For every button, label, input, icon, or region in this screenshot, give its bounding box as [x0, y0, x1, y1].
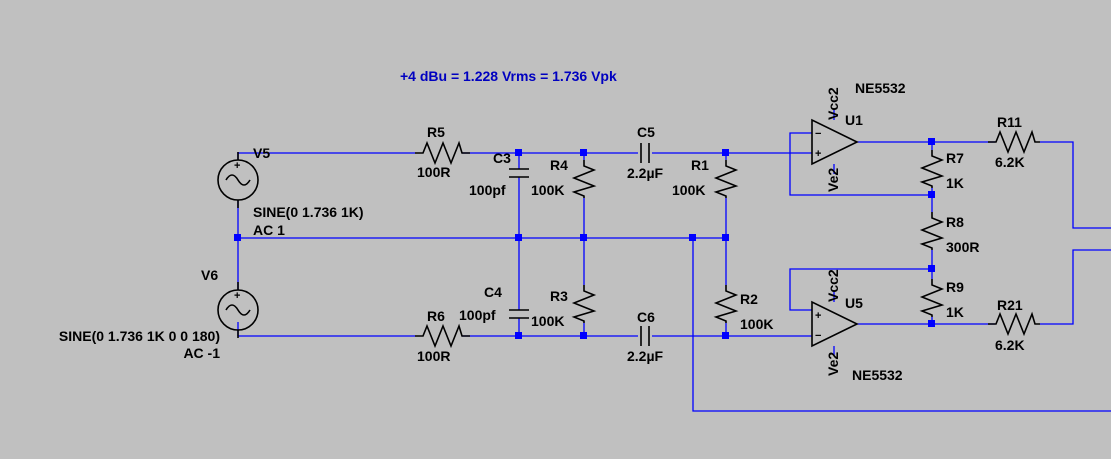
- r1-value: 100K: [672, 182, 705, 198]
- u1-vcc: Vcc2: [825, 87, 841, 120]
- r2-value: 100K: [740, 316, 773, 332]
- r4-value: 100K: [531, 182, 564, 198]
- junction-dot: [722, 234, 729, 241]
- r21-name: R21: [997, 297, 1023, 313]
- capacitor-c3[interactable]: [509, 168, 529, 178]
- capacitor-c6[interactable]: [640, 326, 650, 346]
- junction-dot: [580, 234, 587, 241]
- u1-vee: Ve2: [825, 168, 841, 192]
- r5-value: 100R: [417, 164, 450, 180]
- opamp-u1[interactable]: − +: [811, 118, 859, 166]
- junction-dot: [722, 149, 729, 156]
- plus-icon: +: [815, 148, 821, 160]
- resistor-r11[interactable]: [988, 129, 1040, 155]
- r2-name: R2: [740, 291, 758, 307]
- resistor-r9[interactable]: [919, 279, 945, 317]
- c4-name: C4: [484, 284, 502, 300]
- r6-name: R6: [427, 308, 445, 324]
- c5-name: C5: [637, 124, 655, 140]
- junction-dot: [928, 265, 935, 272]
- opamp-triangle-icon: [811, 118, 859, 166]
- sine-wave-icon: [225, 304, 251, 316]
- junction-dot: [580, 332, 587, 339]
- c5-value: 2.2µF: [627, 165, 664, 181]
- r3-value: 100K: [531, 313, 564, 329]
- junction-dot: [928, 320, 935, 327]
- voltage-source-v5[interactable]: +: [217, 152, 259, 208]
- v5-name: V5: [253, 145, 270, 161]
- r8-value: 300R: [946, 239, 979, 255]
- junction-dot: [689, 234, 696, 241]
- junction-dot: [928, 138, 935, 145]
- c6-name: C6: [637, 309, 655, 325]
- c6-value: 2.2µF: [627, 348, 664, 364]
- resistor-r8[interactable]: [919, 212, 945, 250]
- voltage-source-v6[interactable]: +: [217, 282, 259, 338]
- resistor-r3[interactable]: [571, 285, 597, 323]
- r3-name: R3: [550, 288, 568, 304]
- minus-icon: −: [815, 330, 821, 342]
- u1-model: NE5532: [855, 80, 906, 96]
- r1-name: R1: [691, 157, 709, 173]
- plus-icon: +: [234, 290, 240, 302]
- plus-icon: +: [815, 310, 821, 322]
- opamp-triangle-icon: [811, 300, 859, 348]
- junctions: [234, 138, 935, 339]
- u5-name: U5: [845, 295, 863, 311]
- junction-dot: [928, 191, 935, 198]
- r7-value: 1K: [946, 175, 964, 191]
- junction-dot: [515, 234, 522, 241]
- opamp-u5[interactable]: + −: [811, 300, 859, 348]
- u1-name: U1: [845, 112, 863, 128]
- resistor-r1[interactable]: [713, 160, 739, 198]
- v6-ac: AC -1: [183, 345, 220, 361]
- plus-icon: +: [234, 160, 240, 172]
- r8-name: R8: [946, 214, 964, 230]
- minus-icon: −: [815, 128, 821, 140]
- capacitor-c5[interactable]: [640, 143, 650, 163]
- u5-vcc: Vcc2: [825, 269, 841, 302]
- resistor-r2[interactable]: [713, 285, 739, 323]
- v6-name: V6: [201, 267, 218, 283]
- capacitor-c4[interactable]: [509, 309, 529, 319]
- junction-dot: [515, 149, 522, 156]
- resistor-r5[interactable]: [415, 140, 470, 166]
- r5-name: R5: [427, 124, 445, 140]
- r7-name: R7: [946, 150, 964, 166]
- junction-dot: [234, 234, 241, 241]
- v6-value: SINE(0 1.736 1K 0 0 180): [59, 328, 220, 344]
- c4-value: 100pf: [459, 307, 496, 323]
- c3-name: C3: [493, 150, 511, 166]
- resistor-r7[interactable]: [919, 150, 945, 188]
- u5-model: NE5532: [852, 367, 903, 383]
- r11-name: R11: [997, 114, 1022, 130]
- v5-ac: AC 1: [253, 222, 285, 238]
- r9-value: 1K: [946, 304, 964, 320]
- wires: [237, 110, 1111, 412]
- junction-dot: [722, 332, 729, 339]
- r4-name: R4: [550, 157, 568, 173]
- r6-value: 100R: [417, 348, 450, 364]
- v5-value: SINE(0 1.736 1K): [253, 204, 364, 220]
- r21-value: 6.2K: [995, 337, 1025, 353]
- sine-wave-icon: [225, 174, 251, 186]
- resistor-r6[interactable]: [415, 323, 470, 349]
- resistor-r21[interactable]: [988, 311, 1040, 337]
- junction-dot: [515, 332, 522, 339]
- r9-name: R9: [946, 279, 964, 295]
- annotation-comment: +4 dBu = 1.228 Vrms = 1.736 Vpk: [400, 68, 617, 84]
- u5-vee: Ve2: [825, 352, 841, 376]
- junction-dot: [580, 149, 587, 156]
- c3-value: 100pf: [469, 182, 506, 198]
- resistor-r4[interactable]: [571, 160, 597, 198]
- r11-value: 6.2K: [995, 154, 1025, 170]
